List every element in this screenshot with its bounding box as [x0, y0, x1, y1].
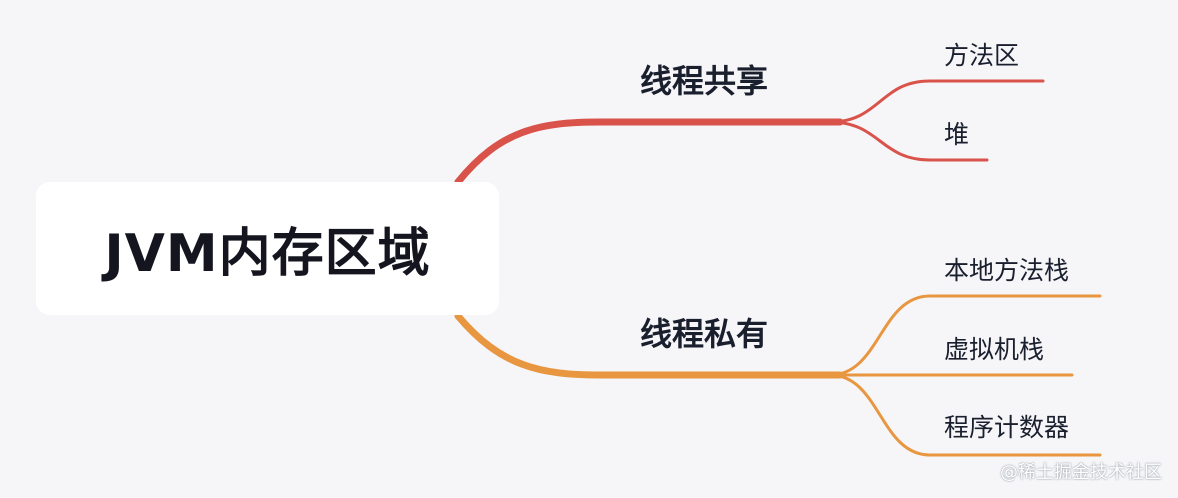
- branch-private-label[interactable]: 线程私有: [640, 315, 769, 353]
- connector-shared-to-dui: [828, 120, 989, 162]
- root-node[interactable]: JVM内存区域: [36, 182, 499, 315]
- watermark: @稀土掘金技术社区: [1000, 462, 1162, 483]
- connector-private-to-chengxu: [828, 373, 1102, 457]
- root-node-label: JVM内存区域: [104, 224, 431, 284]
- connector-root-to-private: [454, 312, 844, 379]
- leaf-native-method-stack[interactable]: 本地方法栈: [944, 256, 1070, 285]
- connector-shared-to-fangfaqu: [828, 79, 1045, 124]
- leaf-method-area[interactable]: 方法区: [944, 41, 1020, 70]
- leaf-heap[interactable]: 堆: [944, 120, 970, 149]
- leaf-vm-stack[interactable]: 虚拟机栈: [944, 335, 1045, 364]
- branch-shared-label[interactable]: 线程共享: [640, 62, 769, 100]
- connector-root-to-shared: [454, 118, 844, 186]
- connector-private-to-bendi: [828, 294, 1102, 377]
- leaf-program-counter[interactable]: 程序计数器: [944, 413, 1070, 442]
